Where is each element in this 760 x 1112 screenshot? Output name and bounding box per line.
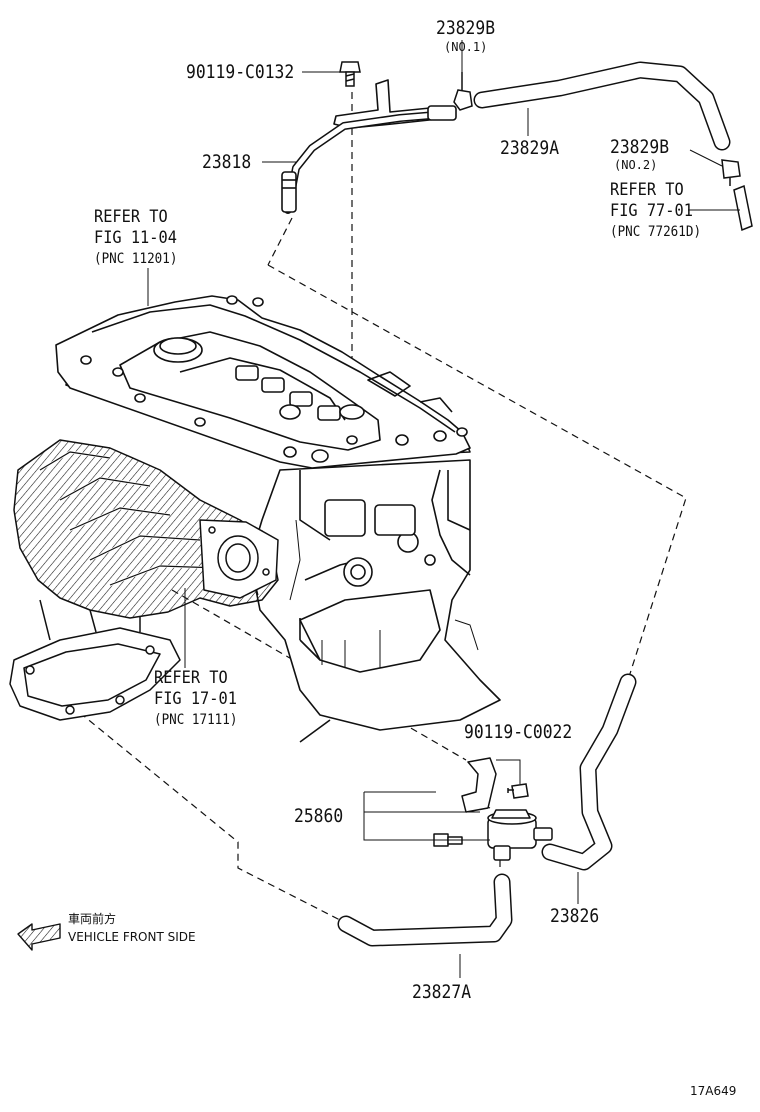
hose-23829a (473, 61, 731, 151)
refer-line-1: REFER TO (94, 207, 168, 227)
refer-line-1: REFER TO (154, 668, 228, 688)
pcv-valve-25860 (433, 757, 553, 861)
refer-line-1: REFER TO (610, 180, 684, 200)
part-label-23827a: 23827A (412, 981, 472, 1003)
part-label-23818: 23818 (202, 151, 252, 173)
part-label-90119-c0132: 90119-C0132 (186, 61, 295, 83)
refer-line-3: (PNC 11201) (94, 251, 178, 267)
engine-block (249, 459, 501, 743)
part-label-23826: 23826 (550, 905, 600, 927)
hose-23826 (541, 673, 637, 871)
refer-fig-77-01: REFER TO FIG 77-01 (PNC 77261D) (610, 180, 701, 243)
leader-lines (147, 40, 740, 978)
part-label-23829b-no2: 23829B (610, 136, 670, 158)
part-note-no2: (NO.2) (614, 158, 658, 172)
vehicle-front-note: 車両前方 VEHICLE FRONT SIDE (68, 910, 196, 946)
part-note-no1: (NO.1) (444, 40, 488, 54)
part-label-90119-c0022: 90119-C0022 (464, 721, 573, 743)
bolt-c0132 (339, 61, 361, 87)
vehicle-front-jp: 車両前方 (68, 912, 117, 926)
refer-line-2: FIG 11-04 (94, 228, 177, 248)
hose-23827a (337, 873, 513, 947)
refer-line-2: FIG 77-01 (610, 201, 693, 221)
refer-line-2: FIG 17-01 (154, 689, 237, 709)
part-label-23829a: 23829A (500, 137, 560, 159)
vehicle-front-en: VEHICLE FRONT SIDE (68, 930, 196, 944)
part-label-25860: 25860 (294, 805, 344, 827)
figure-id: 17A649 (690, 1084, 737, 1098)
stub-hose-77261d (733, 184, 753, 232)
clamp-23829b-no1 (453, 72, 473, 111)
arrow-left-icon (17, 923, 61, 951)
part-label-23829b-no1: 23829B (436, 17, 496, 39)
bolt-c0022 (507, 783, 529, 799)
refer-fig-17-01: REFER TO FIG 17-01 (PNC 17111) (154, 668, 237, 731)
refer-line-3: (PNC 17111) (154, 712, 238, 728)
vent-tube-23818 (281, 79, 457, 214)
intake-manifold (9, 439, 279, 721)
refer-line-3: (PNC 77261D) (610, 224, 702, 240)
clamp-23829b-no2 (721, 159, 741, 186)
cylinder-head-cover (55, 295, 471, 469)
refer-fig-11-04: REFER TO FIG 11-04 (PNC 11201) (94, 207, 177, 270)
